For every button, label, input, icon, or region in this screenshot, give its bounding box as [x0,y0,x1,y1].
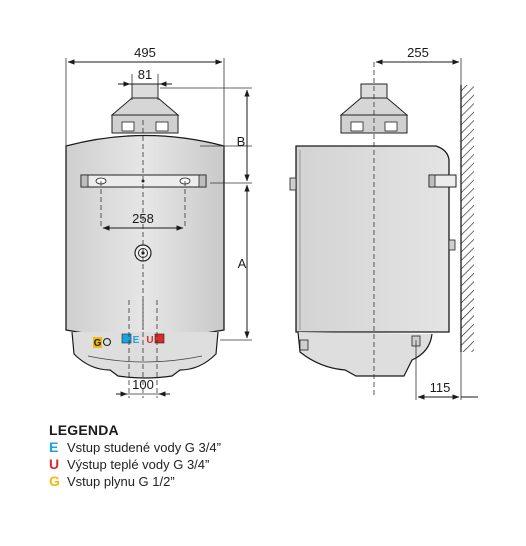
wall-hatching [461,85,474,352]
legend: LEGENDA E Vstup studené vody G 3/4” U Vý… [49,422,449,490]
total-width-label: 495 [134,45,156,60]
legend-code: U [49,456,60,472]
pipe-spacing-label: 100 [132,377,154,392]
cold-water-connection-badge: E [121,333,140,346]
side-flue-hood [339,83,409,134]
legend-item-cold-water: E Vstup studené vody G 3/4” [49,439,449,456]
side-burner-chamber [297,331,433,377]
legend-item-hot-water: U Výstup teplé vody G 3/4” [49,456,449,473]
svg-text:U: U [146,335,153,346]
depth-label: 255 [407,45,429,60]
legend-code: G [49,473,60,489]
wall-offset-label: 115 [430,380,451,395]
hot-water-connection-badge: U [146,333,165,346]
legend-code: E [49,439,59,455]
side-view: 255 115 [289,45,478,400]
legend-text: Vstup studené vody G 3/4” [67,440,221,455]
gas-connection-badge: G [93,337,112,349]
flue-width-label: 81 [138,67,152,82]
front-flue-hood [110,83,180,134]
svg-text:G: G [94,338,102,349]
legend-title: LEGENDA [49,422,119,438]
svg-text:E: E [133,335,140,346]
front-tank-body [65,134,225,339]
side-wall-bracket [428,174,457,188]
height-a-label: A [238,256,247,271]
bracket-spacing-label: 258 [132,211,154,226]
legend-item-gas: G Vstup plynu G 1/2” [49,473,449,490]
height-b-label: B [237,134,246,149]
front-wall-bracket [80,174,207,188]
front-view: G E U [65,45,252,398]
legend-text: Vstup plynu G 1/2” [67,474,175,489]
front-burner-chamber [71,331,219,379]
side-tank-body [295,145,450,333]
legend-text: Výstup teplé vody G 3/4” [67,457,210,472]
